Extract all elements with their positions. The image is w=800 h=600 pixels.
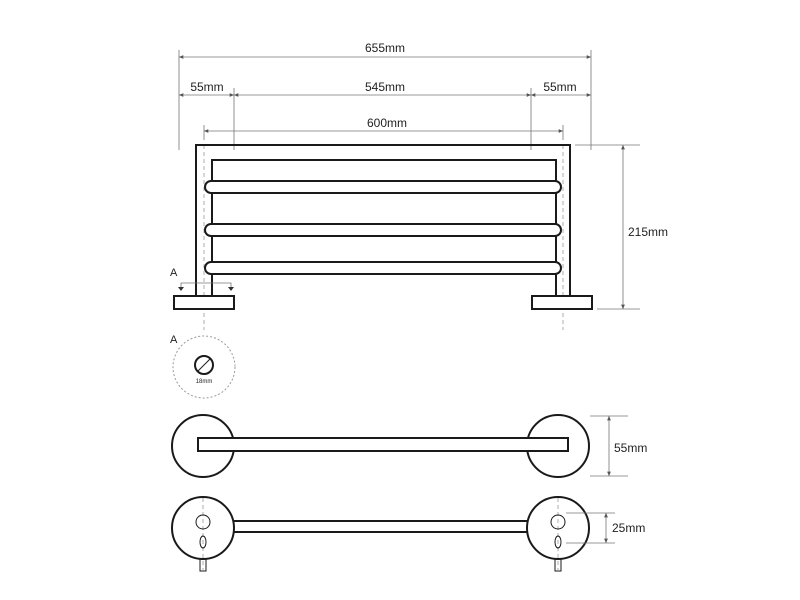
bottom-view [171, 496, 590, 572]
top-depth-dimension: 55mm [590, 415, 647, 477]
overall-width-dimension: 655mm [178, 41, 592, 150]
bottom-depth-label: 25mm [612, 521, 645, 535]
left-offset-label: 55mm [190, 80, 223, 94]
height-label: 215mm [628, 225, 668, 239]
top-bar [197, 437, 569, 452]
bar-length-dimension: 600mm [203, 116, 564, 140]
section-marker-label: A [170, 267, 178, 279]
bar-length-label: 600mm [367, 116, 407, 130]
height-dimension: 215mm [575, 144, 668, 310]
top-view [171, 414, 590, 478]
towel-bar-3 [204, 261, 562, 275]
overall-width-label: 655mm [365, 41, 405, 55]
section-detail: A 18mm [170, 334, 236, 399]
top-depth-label: 55mm [614, 441, 647, 455]
right-flange [531, 295, 593, 310]
towel-bar-2 [204, 223, 562, 237]
left-flange [173, 295, 235, 310]
inner-span-label: 545mm [365, 80, 405, 94]
section-title: A [170, 334, 178, 346]
section-marker: A [170, 267, 234, 291]
front-view: A [170, 144, 593, 330]
diameter-label: 18mm [196, 379, 213, 385]
towel-bar-1 [204, 180, 562, 194]
offset-dimensions: 55mm 545mm 55mm [179, 80, 591, 150]
right-offset-label: 55mm [543, 80, 576, 94]
bottom-depth-dimension: 25mm [566, 512, 645, 544]
